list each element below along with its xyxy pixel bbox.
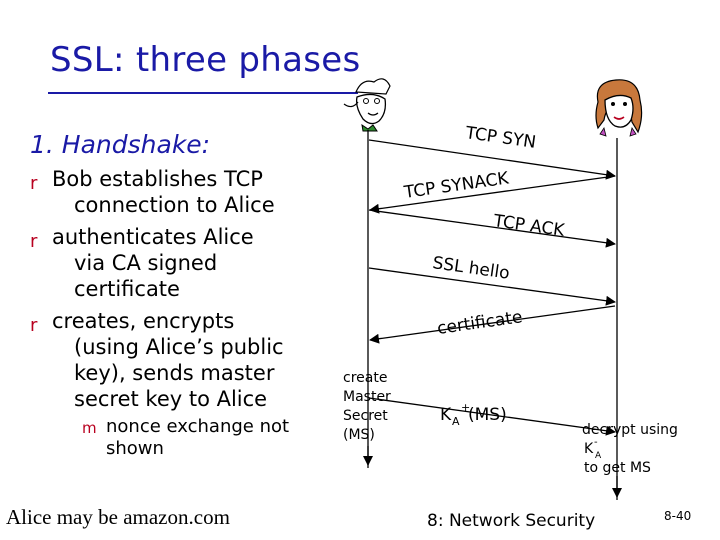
footer-note: Alice may be amazon.com [6, 505, 230, 530]
slide-number: 8-40 [664, 509, 691, 523]
bob-note-line-2: Master [343, 389, 391, 405]
bob-note-line-1: create [343, 370, 387, 386]
alice-note-k-sup: - [594, 437, 598, 448]
alice-note-line-3: to get MS [584, 460, 651, 476]
label-ssl-hello: SSL hello [431, 253, 511, 284]
woman-face-icon [596, 80, 642, 136]
man-face-icon [344, 79, 390, 131]
k-base: K [440, 405, 452, 425]
alice-note-k-base: K [584, 441, 594, 457]
bob-note-line-4: (MS) [343, 427, 375, 443]
ms-paren: (MS) [468, 405, 507, 425]
label-encrypted-master-secret: K A + (MS) [440, 401, 507, 428]
label-tcp-syn: TCP SYN [463, 123, 537, 153]
alice-note: decrypt using K A - to get MS [582, 422, 678, 476]
bob-note: create Master Secret (MS) [343, 370, 391, 443]
footer-course-title: 8: Network Security [427, 511, 595, 531]
alice-note-line-1: decrypt using [582, 422, 678, 438]
label-certificate: certificate [436, 307, 524, 339]
k-sub: A [452, 415, 460, 428]
label-tcp-ack: TCP ACK [491, 211, 566, 241]
bob-note-line-3: Secret [343, 408, 388, 424]
